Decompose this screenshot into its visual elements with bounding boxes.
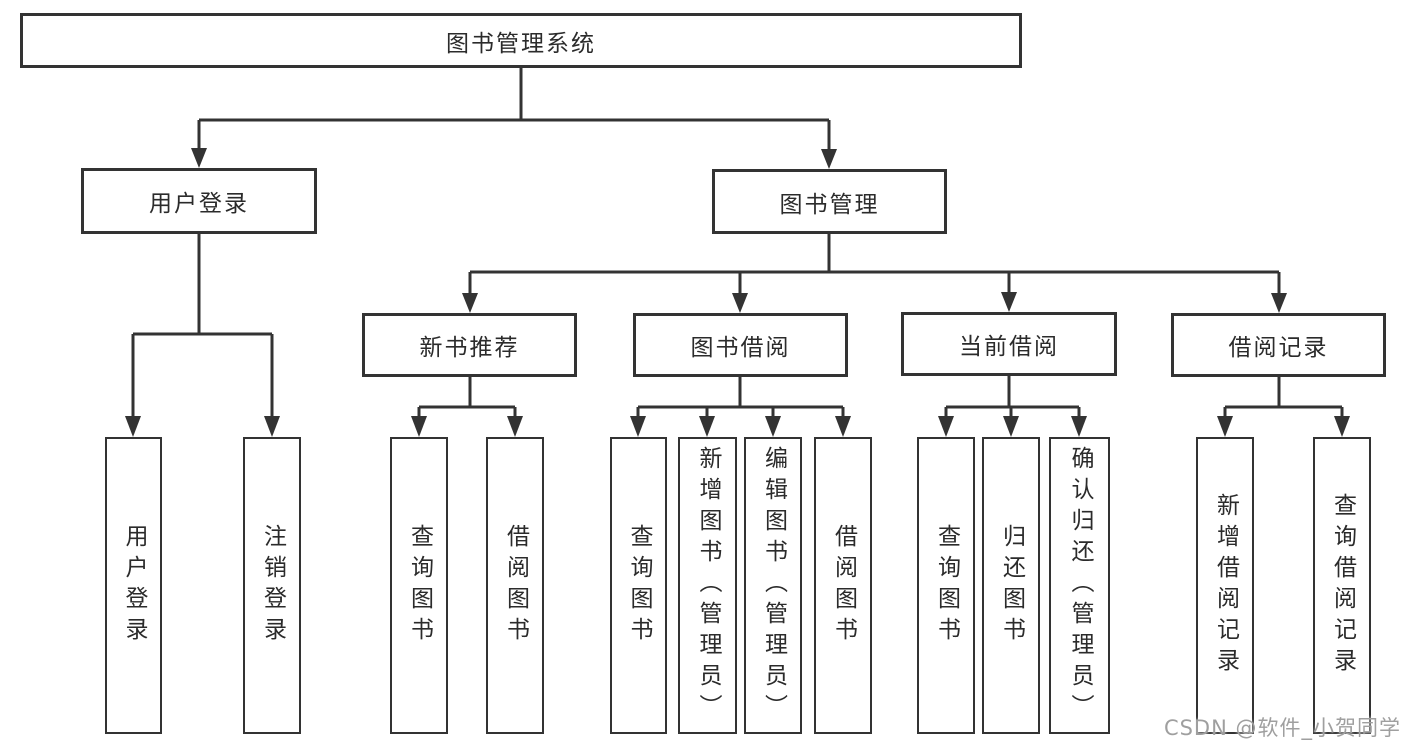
arrowhead-icon bbox=[507, 416, 523, 437]
leaf-query-books-3: 查询图书 bbox=[917, 437, 975, 734]
leaf-logout: 注销登录 bbox=[243, 437, 301, 734]
arrowhead-icon bbox=[835, 416, 851, 437]
arrowhead-icon bbox=[938, 416, 954, 437]
node-borrow-records: 借阅记录 bbox=[1171, 313, 1386, 377]
leaf-confirm-return-admin: 确认归还（管理员） bbox=[1049, 437, 1110, 734]
leaf-add-borrow-record: 新增借阅记录 bbox=[1196, 437, 1254, 734]
node-root-system: 图书管理系统 bbox=[20, 13, 1022, 68]
arrowhead-icon bbox=[125, 416, 141, 437]
arrowhead-icon bbox=[821, 149, 837, 169]
arrowhead-icon bbox=[765, 416, 781, 437]
leaf-query-borrow-record: 查询借阅记录 bbox=[1313, 437, 1371, 734]
leaf-borrow-books-2: 借阅图书 bbox=[814, 437, 872, 734]
leaf-return-book: 归还图书 bbox=[982, 437, 1040, 734]
leaf-query-books-1: 查询图书 bbox=[390, 437, 448, 734]
arrowhead-icon bbox=[1271, 293, 1287, 313]
leaf-edit-book-admin: 编辑图书（管理员） bbox=[744, 437, 802, 734]
arrowhead-icon bbox=[1071, 416, 1087, 437]
node-book-management: 图书管理 bbox=[712, 169, 947, 234]
arrowhead-icon bbox=[1217, 416, 1233, 437]
leaf-query-books-2: 查询图书 bbox=[610, 437, 667, 734]
arrowhead-icon bbox=[699, 416, 715, 437]
arrowhead-icon bbox=[1334, 416, 1350, 437]
node-new-book-recommend: 新书推荐 bbox=[362, 313, 577, 377]
arrowhead-icon bbox=[630, 416, 646, 437]
arrowhead-icon bbox=[462, 293, 478, 313]
arrowhead-icon bbox=[264, 416, 280, 437]
arrowhead-icon bbox=[191, 148, 207, 168]
node-user-login: 用户登录 bbox=[81, 168, 317, 234]
node-current-borrow: 当前借阅 bbox=[901, 312, 1117, 376]
arrowhead-icon bbox=[732, 293, 748, 313]
arrowhead-icon bbox=[1001, 292, 1017, 312]
leaf-user-login: 用户登录 bbox=[105, 437, 162, 734]
node-book-borrow: 图书借阅 bbox=[633, 313, 848, 377]
arrowhead-icon bbox=[1003, 416, 1019, 437]
arrowhead-icon bbox=[411, 416, 427, 437]
leaf-borrow-books-1: 借阅图书 bbox=[486, 437, 544, 734]
leaf-add-book-admin: 新增图书（管理员） bbox=[678, 437, 737, 734]
csdn-watermark: CSDN @软件_小贺同学 bbox=[1163, 716, 1401, 740]
